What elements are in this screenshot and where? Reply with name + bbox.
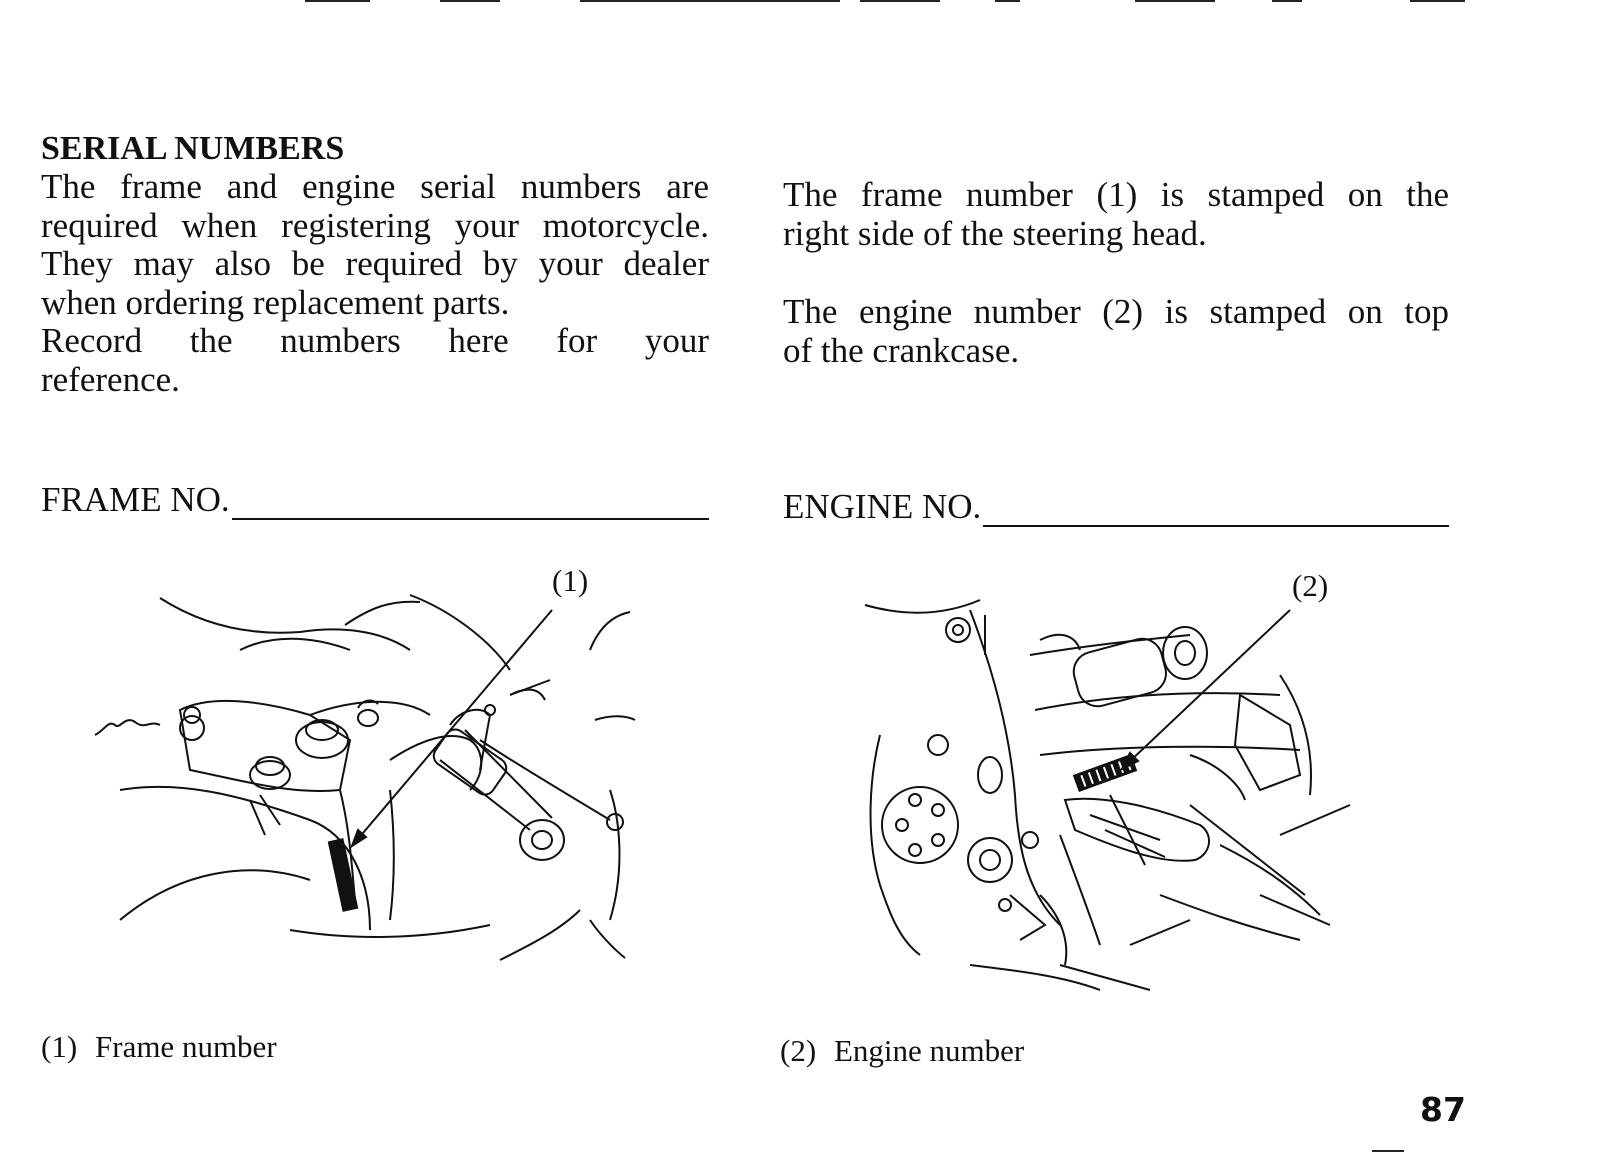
frame-number-caption: (1) Frame number xyxy=(41,1030,277,1064)
frame-number-field[interactable]: FRAME NO. xyxy=(41,480,709,520)
paragraph-line: right side of the steering head. xyxy=(783,213,1207,253)
paragraph-line: The frame number (1) is stamped on the xyxy=(783,175,1449,214)
paragraph-line: The frame and engine serial numbers are xyxy=(41,167,709,206)
top-rule xyxy=(1135,0,1215,2)
frame-number-illustration xyxy=(90,590,650,980)
caption-number: (2) xyxy=(780,1033,817,1068)
paragraph-line: Record the numbers here for your xyxy=(41,321,709,360)
top-rule xyxy=(1272,0,1302,2)
frame-callout-label: (1) xyxy=(552,563,589,598)
engine-callout-label: (2) xyxy=(1292,568,1329,603)
top-rule xyxy=(995,0,1020,2)
top-rule xyxy=(1410,0,1465,2)
frame-number-label: FRAME NO. xyxy=(41,480,230,519)
top-rule xyxy=(860,0,940,2)
engine-number-caption: (2) Engine number xyxy=(780,1034,1024,1068)
caption-text: Engine number xyxy=(834,1033,1025,1068)
top-rule xyxy=(440,0,500,2)
engine-number-label: ENGINE NO. xyxy=(783,487,982,526)
top-rule xyxy=(305,0,370,2)
paragraph-line: when ordering replacement parts. xyxy=(41,282,510,322)
paragraph-line: required when registering your motorcycl… xyxy=(41,205,709,245)
paragraph-line: The engine number (2) is stamped on top xyxy=(783,292,1449,331)
engine-number-illustration xyxy=(860,595,1360,1010)
engine-number-blank[interactable] xyxy=(983,493,1449,527)
paragraph-line: of the crankcase. xyxy=(783,330,1020,370)
caption-text: Frame number xyxy=(95,1029,277,1064)
left-column: SERIAL NUMBERS The frame and engine seri… xyxy=(41,130,709,399)
right-column: The frame number (1) is stamped on the r… xyxy=(783,175,1449,370)
section-heading: SERIAL NUMBERS xyxy=(41,130,345,167)
paragraph-line: They may also be required by your dealer xyxy=(41,244,709,283)
engine-number-field[interactable]: ENGINE NO. xyxy=(783,487,1449,527)
caption-number: (1) xyxy=(41,1029,78,1064)
frame-number-blank[interactable] xyxy=(231,486,709,520)
paragraph-line: reference. xyxy=(41,359,180,399)
top-rule xyxy=(580,0,840,2)
bottom-rule xyxy=(1372,1150,1404,1152)
page-number: 87 xyxy=(1420,1090,1466,1129)
